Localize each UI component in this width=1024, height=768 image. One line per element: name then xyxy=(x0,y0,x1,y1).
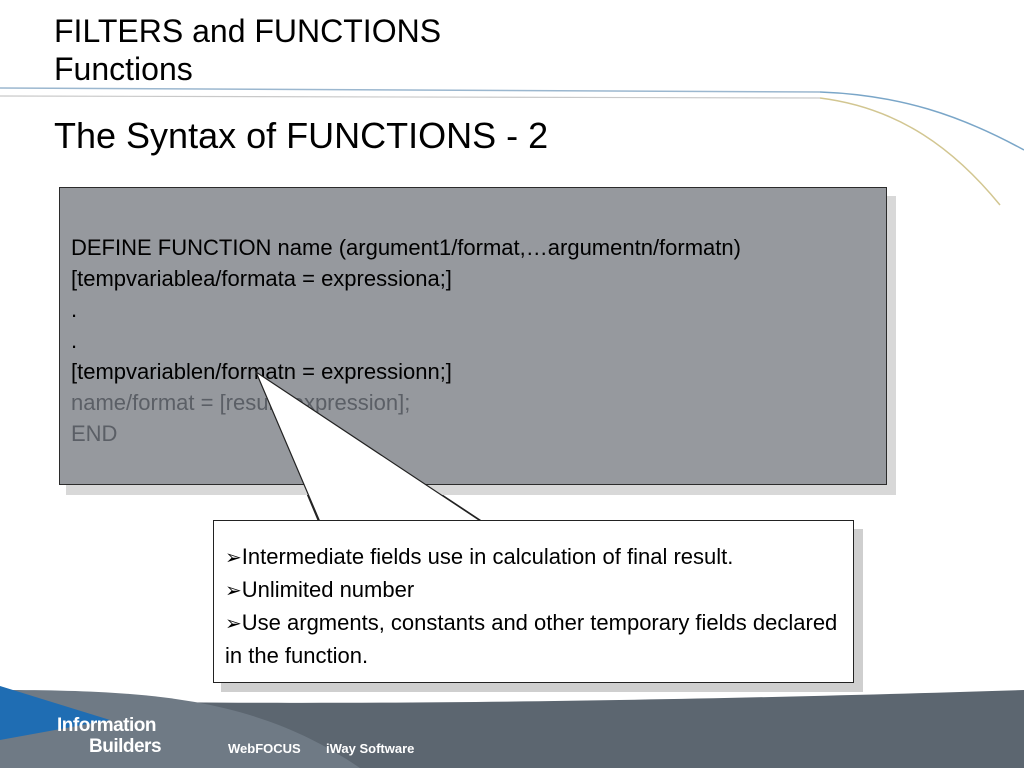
arrow-bullet-icon: ➢ xyxy=(225,613,242,635)
footer-link-iway[interactable]: iWay Software xyxy=(326,741,415,756)
header-title: FILTERS and FUNCTIONS xyxy=(54,13,442,49)
callout-box: ➢Intermediate fields use in calculation … xyxy=(213,520,854,683)
code-lines: DEFINE FUNCTION name (argument1/format,…… xyxy=(71,232,741,449)
bullet-text: Unlimited number xyxy=(241,577,415,602)
header-curve-gold xyxy=(819,97,1001,206)
callout-bullet: ➢Use argments, constants and other tempo… xyxy=(225,607,845,671)
code-line: DEFINE FUNCTION name (argument1/format,…… xyxy=(71,235,741,260)
header-rule-top xyxy=(0,87,821,93)
code-line: name/format = [result_expression]; xyxy=(71,390,411,415)
code-line: [tempvariablea/formata = expressiona;] xyxy=(71,266,452,291)
footer-band-light xyxy=(0,690,360,768)
code-line: END xyxy=(71,421,118,446)
header-rule-bottom xyxy=(0,95,821,99)
header-subtitle: Functions xyxy=(54,51,193,87)
footer-link-webfocus[interactable]: WebFOCUS xyxy=(228,741,301,756)
footer-accent-blue xyxy=(0,686,110,740)
callout-bullet: ➢Unlimited number xyxy=(225,574,845,607)
logo-builders: Builders xyxy=(89,736,162,757)
arrow-bullet-icon: ➢ xyxy=(225,547,242,569)
code-line: . xyxy=(71,297,78,322)
header-curve-blue xyxy=(819,91,1024,151)
logo-information: Information xyxy=(57,715,157,736)
bullet-text: Use argments, constants and other tempor… xyxy=(225,610,838,668)
code-box: DEFINE FUNCTION name (argument1/format,…… xyxy=(59,187,887,485)
callout-bullet: ➢Intermediate fields use in calculation … xyxy=(225,541,845,574)
slide-title: The Syntax of FUNCTIONS - 2 xyxy=(54,115,549,156)
callout-bullet-list: ➢Intermediate fields use in calculation … xyxy=(225,541,845,671)
code-line: . xyxy=(71,328,78,353)
code-line: [tempvariablen/formatn = expressionn;] xyxy=(71,359,452,384)
arrow-bullet-icon: ➢ xyxy=(225,580,242,602)
bullet-text: Intermediate fields use in calculation o… xyxy=(241,544,734,569)
